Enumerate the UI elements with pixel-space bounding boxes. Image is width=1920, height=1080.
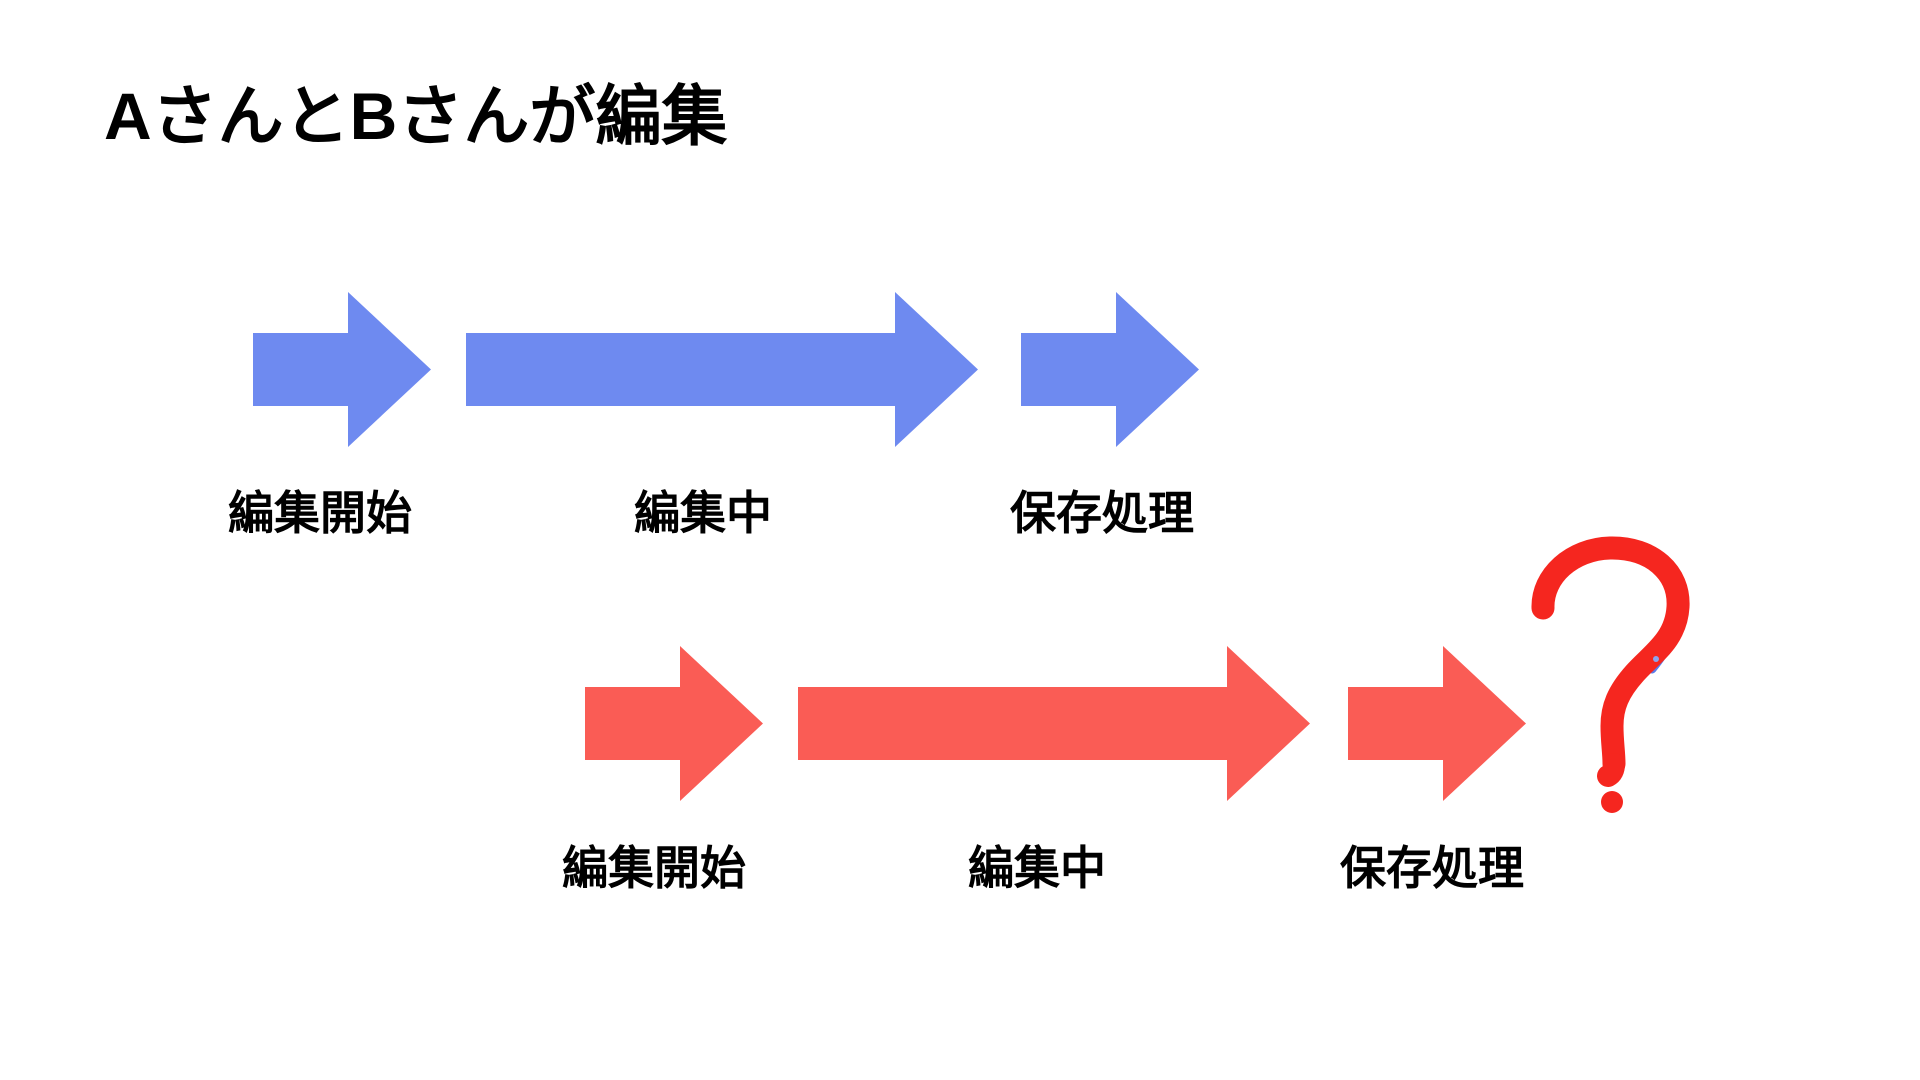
label-edit-start-blue: 編集開始 <box>228 487 412 539</box>
label-editing-blue: 編集中 <box>634 487 772 539</box>
arrow-edit-start-blue-icon <box>253 292 431 447</box>
arrow-editing-red-icon <box>798 646 1310 801</box>
label-edit-start-red: 編集開始 <box>562 842 746 894</box>
page-title: AさんとBさんが編集 <box>104 79 728 153</box>
arrow-editing-blue-icon <box>466 292 978 447</box>
arrow-save-process-blue-icon <box>1021 292 1199 447</box>
label-save-process-blue: 保存処理 <box>1010 487 1194 539</box>
arrow-save-process-red-icon <box>1348 646 1526 801</box>
label-save-process-red: 保存処理 <box>1340 842 1524 894</box>
label-editing-red: 編集中 <box>968 842 1106 894</box>
arrow-edit-start-red-icon <box>585 646 763 801</box>
question-mark-annotation <box>1528 536 1708 813</box>
